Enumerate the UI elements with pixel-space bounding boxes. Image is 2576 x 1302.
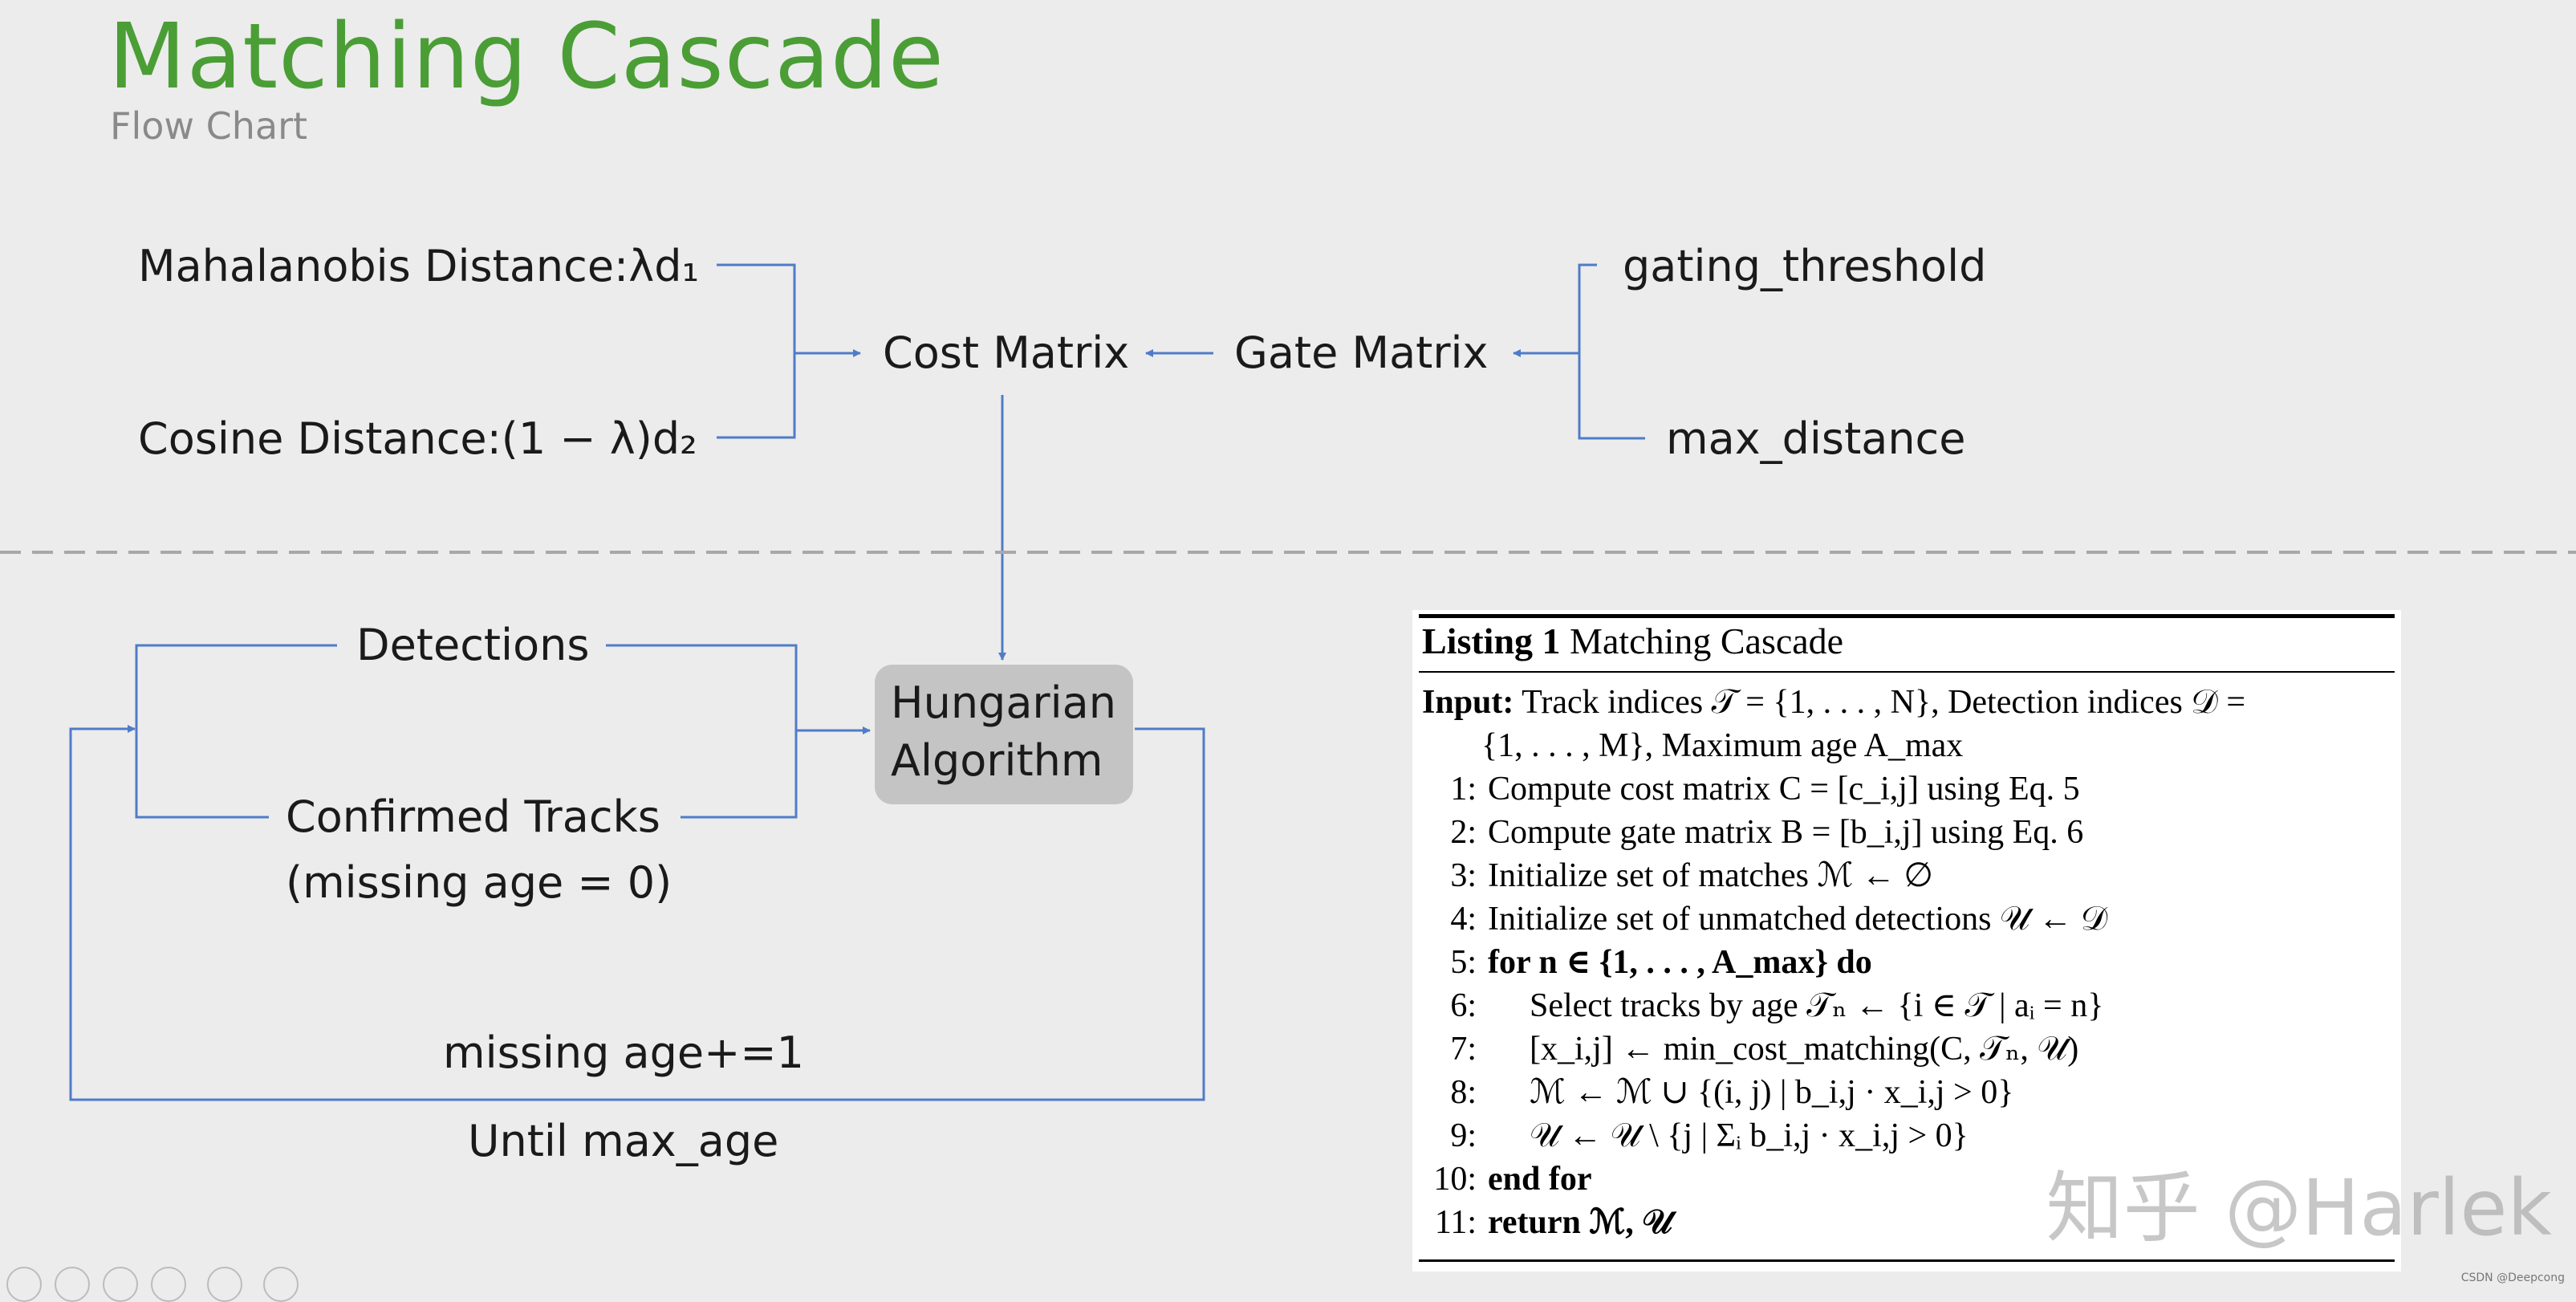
missing-age-zero-label: (missing age = 0) (286, 857, 672, 908)
watermark: 知乎 @Harlek (2046, 1163, 2552, 1253)
page-title: Matching Cascade (108, 5, 945, 109)
cosine-label: Cosine Distance:(1 − λ)d₂ (138, 413, 697, 464)
listing-line-number: 8: (1450, 1074, 1477, 1111)
listing-caption-text: Matching Cascade (1570, 620, 1844, 661)
gate-matrix-label: Gate Matrix (1234, 328, 1489, 378)
listing-line-number: 7: (1450, 1031, 1477, 1068)
listing-line: 2: Compute gate matrix B = [b_i,j] using … (1419, 811, 2083, 854)
listing-line-text: 𝒰 ← 𝒰 \ {j | Σᵢ b_i,j · x_i,j > 0} (1530, 1117, 1969, 1154)
slide-control-icon[interactable] (6, 1267, 42, 1302)
listing-line-text: end for (1488, 1161, 1592, 1198)
missing-age-increment-label: missing age+=1 (443, 1027, 804, 1078)
listing-line-text: Compute gate matrix B = [b_i,j] using Eq… (1488, 814, 2084, 851)
listing-line: 3: Initialize set of matches ℳ ← ∅ (1419, 854, 1933, 897)
listing-line-number: 1: (1450, 771, 1477, 808)
detections-label: Detections (356, 620, 590, 670)
listing-line-text: ℳ ← ℳ ∪ {(i, j) | b_i,j · x_i,j > 0} (1530, 1074, 2014, 1111)
listing-line: 10: end for (1419, 1158, 1592, 1201)
listing-line-number: 3: (1450, 857, 1477, 894)
listing-line-text: Select tracks by age 𝒯ₙ ← {i ∈ 𝒯 | aᵢ = … (1530, 987, 2104, 1024)
hungarian-line-2: Algorithm (891, 735, 1103, 786)
connector-detections (135, 644, 337, 819)
algorithm-listing: Listing 1 Matching Cascade Input: Track … (1412, 610, 2401, 1271)
listing-line: 7: [x_i,j] ← min_cost_matching(C, 𝒯ₙ, 𝒰) (1419, 1027, 2078, 1071)
listing-line: 11: return ℳ, 𝒰 (1419, 1201, 1672, 1244)
connector-mahalanobis (717, 263, 796, 439)
confirmed-tracks-label: Confirmed Tracks (286, 791, 660, 842)
mahalanobis-label: Mahalanobis Distance:λd₁ (138, 241, 700, 291)
listing-line-text: return ℳ, 𝒰 (1488, 1204, 1673, 1241)
listing-line: 4: Initialize set of unmatched detections… (1419, 897, 2107, 941)
listing-input-bold: Input: (1422, 684, 1514, 721)
listing-input-line: Input: Track indices 𝒯 = {1, . . . , N},… (1422, 681, 2245, 724)
hungarian-algorithm-node: Hungarian Algorithm (875, 665, 1133, 804)
pen-icon[interactable] (103, 1267, 138, 1302)
more-icon[interactable] (263, 1267, 299, 1302)
listing-line: 9: 𝒰 ← 𝒰 \ {j | Σᵢ b_i,j · x_i,j > 0} (1419, 1114, 1969, 1158)
listing-line-text: Compute cost matrix C = [c_i,j] using Eq… (1488, 771, 2080, 808)
listing-line-number: 6: (1450, 987, 1477, 1024)
listing-line-number: 5: (1450, 944, 1477, 981)
listing-line-text: [x_i,j] ← min_cost_matching(C, 𝒯ₙ, 𝒰) (1530, 1031, 2079, 1068)
listing-line-text: for n ∈ {1, . . . , A_max} do (1488, 944, 1872, 981)
listing-input-text: Track indices 𝒯 = {1, . . . , N}, Detect… (1522, 684, 2246, 721)
cost-matrix-label: Cost Matrix (883, 328, 1130, 378)
listing-line-text: Initialize set of unmatched detections 𝒰… (1488, 901, 2108, 938)
max-distance-label: max_distance (1666, 413, 1966, 464)
zoom-icon[interactable] (207, 1267, 242, 1302)
listing-line: 1: Compute cost matrix C = [c_i,j] using … (1419, 767, 2080, 811)
slide-control-icon[interactable] (55, 1267, 90, 1302)
source-mark: CSDN @Deepcong (2460, 1271, 2565, 1284)
page-subtitle: Flow Chart (110, 104, 308, 148)
listing-line-number: 10: (1433, 1161, 1477, 1198)
grid-icon[interactable] (151, 1267, 186, 1302)
listing-line: 6: Select tracks by age 𝒯ₙ ← {i ∈ 𝒯 | aᵢ … (1419, 984, 2103, 1027)
listing-line-text: Initialize set of matches ℳ ← ∅ (1488, 857, 1934, 894)
listing-caption-bold: Listing 1 (1422, 620, 1561, 661)
listing-caption: Listing 1 Matching Cascade (1422, 620, 1843, 662)
hungarian-line-1: Hungarian (891, 677, 1116, 728)
listing-input-continuation: {1, . . . , M}, Maximum age A_max (1481, 727, 1964, 764)
listing-line-number: 11: (1434, 1204, 1477, 1241)
listing-line: 8: ℳ ← ℳ ∪ {(i, j) | b_i,j · x_i,j > 0} (1419, 1071, 2013, 1114)
until-max-age-label: Until max_age (468, 1116, 779, 1166)
connector-gating (1578, 263, 1645, 440)
listing-line: 5: for n ∈ {1, . . . , A_max} do (1419, 941, 1872, 984)
feedback-loop (69, 725, 1205, 1101)
gating-threshold-label: gating_threshold (1623, 241, 1987, 291)
listing-line-number: 9: (1450, 1117, 1477, 1154)
listing-line-number: 2: (1450, 814, 1477, 851)
listing-line-number: 4: (1450, 901, 1477, 938)
